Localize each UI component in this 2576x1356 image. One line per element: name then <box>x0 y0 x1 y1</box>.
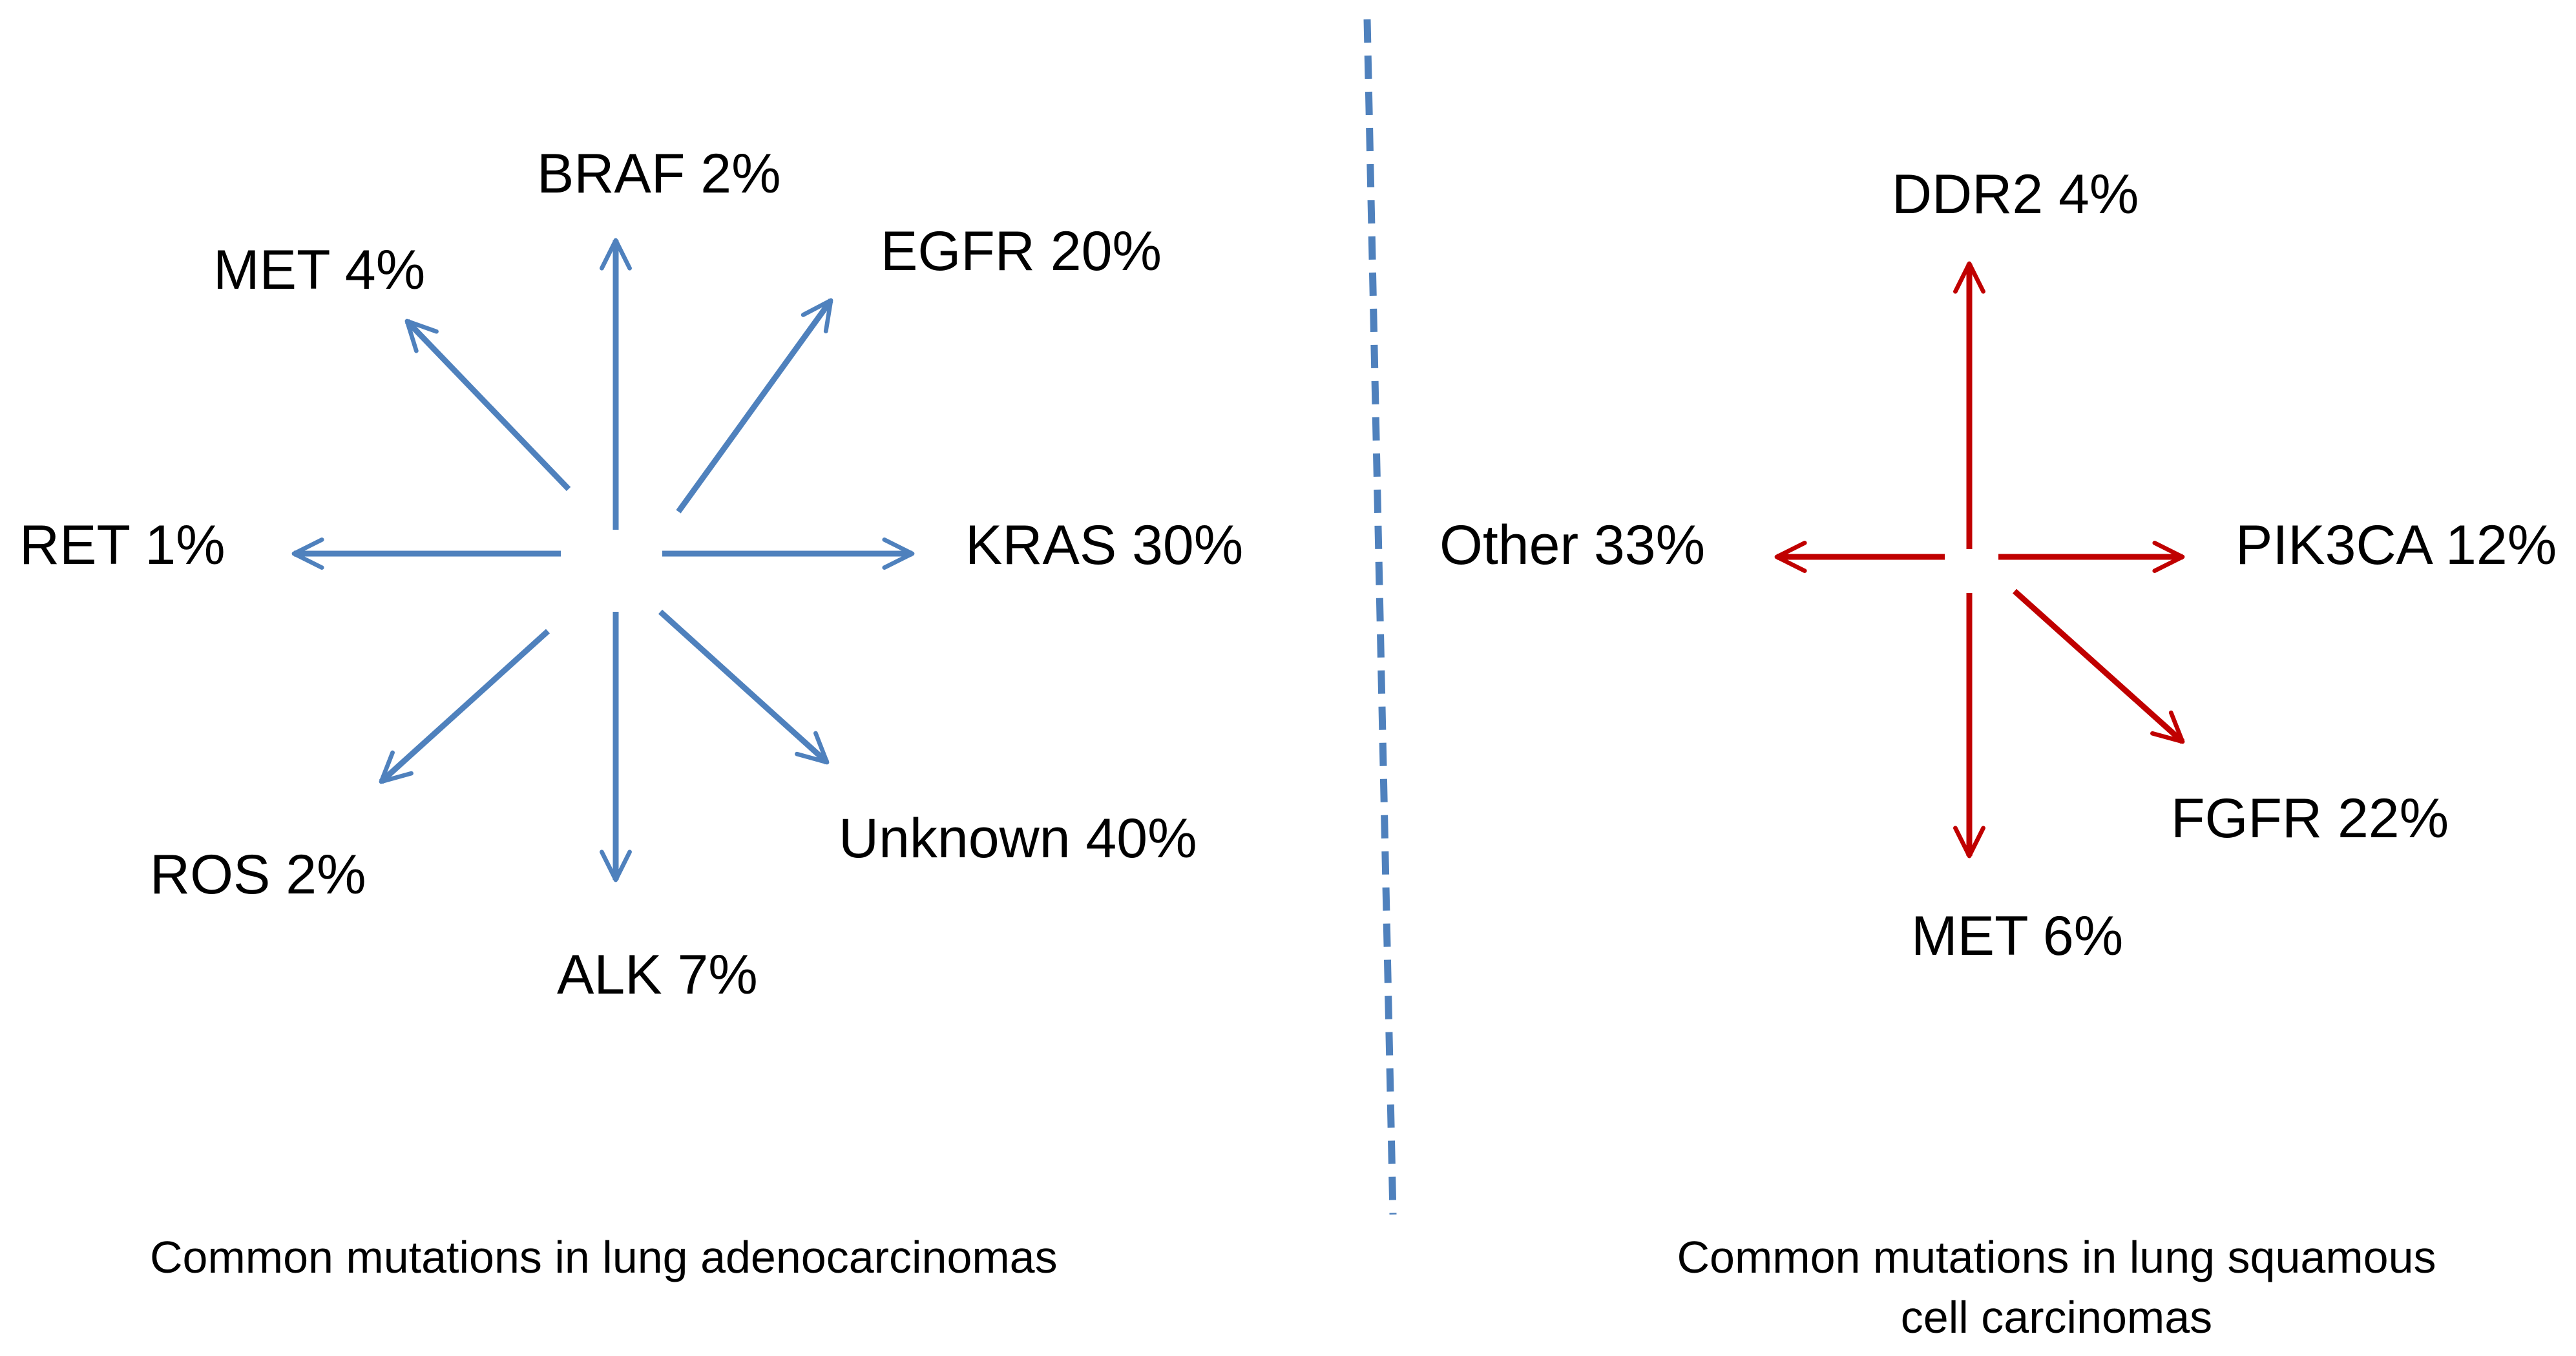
arrow-ros <box>379 629 550 784</box>
label-unknown: Unknown 40% <box>839 808 1197 870</box>
squamous-panel: DDR2 4% PIK3CA 12% FGFR 22% MET 6% Other… <box>1440 163 2557 1342</box>
label-ddr2: DDR2 4% <box>1892 163 2139 225</box>
caption-squamous-line2: cell carcinomas <box>1901 1292 2212 1342</box>
label-met-squamous: MET 6% <box>1911 905 2123 967</box>
caption-squamous-line1: Common mutations in lung squamous <box>1677 1232 2436 1282</box>
label-other: Other 33% <box>1440 514 1705 576</box>
label-ros: ROS 2% <box>150 844 366 906</box>
panel-divider <box>1363 19 1397 1215</box>
caption-adenocarcinoma: Common mutations in lung adenocarcinomas <box>150 1232 1058 1282</box>
label-fgfr: FGFR 22% <box>2171 788 2449 850</box>
label-braf: BRAF 2% <box>537 143 781 205</box>
label-pik3ca: PIK3CA 12% <box>2236 514 2557 576</box>
label-met: MET 4% <box>213 239 425 301</box>
arrow-met <box>404 318 571 492</box>
label-alk: ALK 7% <box>557 944 758 1006</box>
arrow-unknown <box>658 609 830 765</box>
label-egfr: EGFR 20% <box>881 220 1162 282</box>
label-kras: KRAS 30% <box>965 514 1243 576</box>
adenocarcinoma-panel: BRAF 2% EGFR 20% KRAS 30% Unknown 40% AL… <box>19 143 1243 1282</box>
arrow-fgfr <box>2012 589 2185 744</box>
label-ret: RET 1% <box>19 514 225 576</box>
arrow-egfr <box>676 298 833 514</box>
